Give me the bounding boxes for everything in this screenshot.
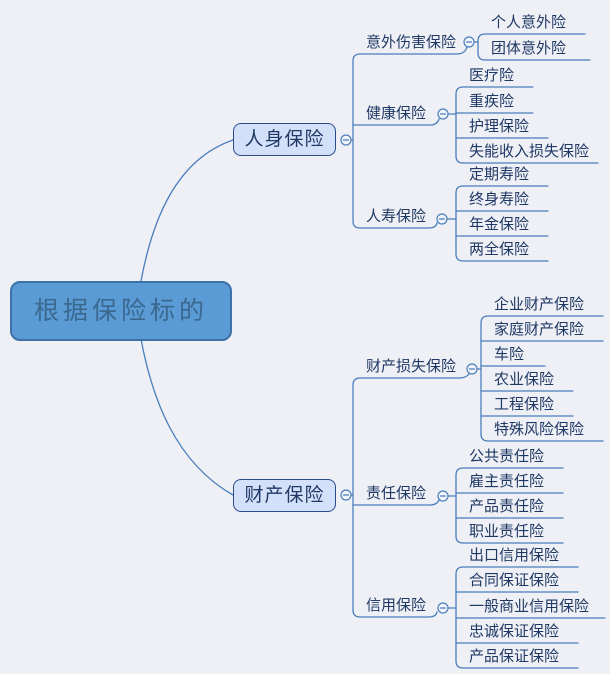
subtopic-node-agriculture[interactable]: 农业保险 (494, 370, 555, 388)
collapse-icon[interactable] (463, 36, 475, 48)
personal-branch-wires (350, 33, 599, 262)
subtopic-node-personal-accident[interactable]: 个人意外险 (491, 13, 567, 31)
property-branch-wires (350, 315, 606, 669)
subtopic-node-contract-guarantee[interactable]: 合同保证保险 (469, 571, 560, 589)
subtopic-node-critical-illness[interactable]: 重疾险 (469, 92, 515, 110)
branch-node-property-insurance[interactable]: 财产保险 (233, 479, 336, 512)
subtopic-node-term-life[interactable]: 定期寿险 (469, 165, 530, 183)
collapse-icon[interactable] (437, 108, 449, 120)
subtopic-node-professional-liability[interactable]: 职业责任险 (469, 522, 545, 540)
root-branch-connectors (140, 139, 234, 496)
subtopic-node-general-commercial-credit[interactable]: 一般商业信用保险 (469, 597, 590, 615)
topic-node-credit-insurance[interactable]: 信用保险 (366, 596, 427, 614)
root-node[interactable]: 根据保险标的 (10, 281, 232, 341)
collapse-icon[interactable] (437, 490, 449, 502)
topic-node-health-insurance[interactable]: 健康保险 (366, 104, 427, 122)
collapse-icon[interactable] (436, 213, 448, 225)
subtopic-node-annuity[interactable]: 年金保险 (469, 215, 530, 233)
branch-node-personal-insurance[interactable]: 人身保险 (233, 123, 336, 156)
collapse-icon[interactable] (437, 602, 449, 614)
subtopic-node-medical[interactable]: 医疗险 (469, 66, 515, 84)
connector-root-property (140, 338, 234, 496)
subtopic-node-employer-liability[interactable]: 雇主责任险 (469, 472, 545, 490)
collapse-icon[interactable] (466, 363, 478, 375)
topic-node-accident-insurance[interactable]: 意外伤害保险 (366, 33, 457, 51)
collapse-icon[interactable] (340, 489, 352, 501)
subtopic-node-special-risk[interactable]: 特殊风险保险 (494, 420, 585, 438)
subtopic-node-product-liability[interactable]: 产品责任险 (469, 497, 545, 515)
subtopic-node-public-liability[interactable]: 公共责任险 (469, 447, 545, 465)
topic-node-liability-insurance[interactable]: 责任保险 (366, 484, 427, 502)
subtopic-node-group-accident[interactable]: 团体意外险 (491, 39, 567, 57)
subtopic-node-product-guarantee[interactable]: 产品保证保险 (469, 647, 560, 665)
subtopic-node-fidelity-guarantee[interactable]: 忠诚保证保险 (469, 622, 560, 640)
topic-node-life-insurance[interactable]: 人寿保险 (366, 207, 427, 225)
collapse-icon[interactable] (340, 134, 352, 146)
subtopic-node-auto[interactable]: 车险 (494, 345, 525, 363)
subtopic-node-home-property[interactable]: 家庭财产保险 (494, 320, 585, 338)
subtopic-node-disability-income[interactable]: 失能收入损失保险 (469, 142, 590, 160)
subtopic-node-endowment[interactable]: 两全保险 (469, 240, 530, 258)
connector-root-personal (140, 139, 234, 282)
subtopic-node-enterprise-property[interactable]: 企业财产保险 (494, 295, 585, 313)
topic-node-property-loss-insurance[interactable]: 财产损失保险 (366, 357, 457, 375)
subtopic-node-long-term-care[interactable]: 护理保险 (469, 117, 530, 135)
subtopic-node-whole-life[interactable]: 终身寿险 (469, 190, 530, 208)
subtopic-node-export-credit[interactable]: 出口信用保险 (469, 546, 560, 564)
subtopic-node-engineering[interactable]: 工程保险 (494, 395, 555, 413)
